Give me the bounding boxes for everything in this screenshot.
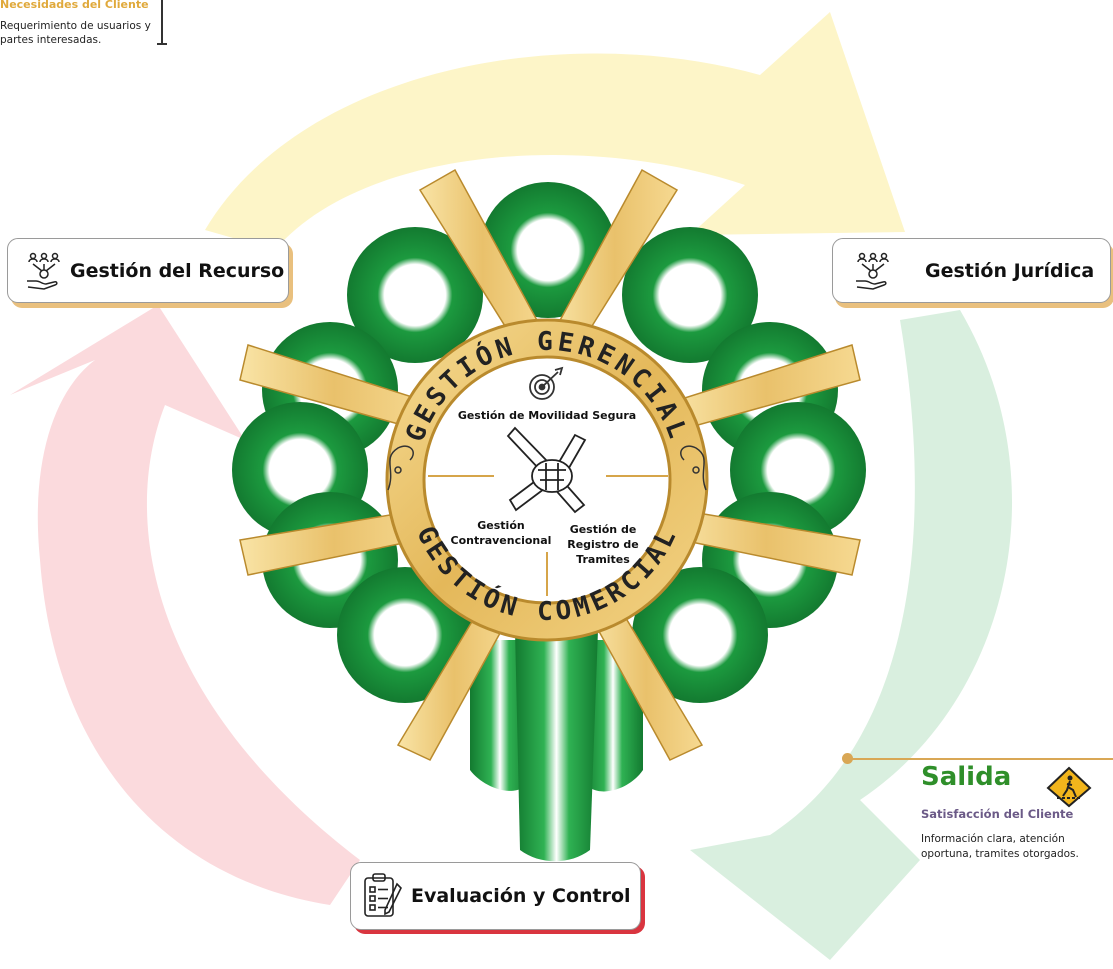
output-description: Información clara, atención oportuna, tr… xyxy=(921,833,1079,860)
card-gestion-recurso[interactable]: Gestión del Recurso xyxy=(7,238,289,303)
input-rule-cap xyxy=(157,43,167,45)
cycle-arrow-green xyxy=(690,310,1013,960)
output-title: Salida xyxy=(921,762,1012,792)
output-subtitle: Satisfacción del Cliente xyxy=(921,807,1074,821)
people-hand-icon xyxy=(856,252,889,290)
emblem-text-registro: Gestión de Registro de Tramites xyxy=(567,523,639,566)
road-icon xyxy=(680,445,707,491)
input-rule xyxy=(161,0,163,44)
card-evaluacion-control[interactable]: Evaluación y Control xyxy=(350,862,641,930)
input-description: Requerimiento de usuarios y partes inter… xyxy=(0,20,151,46)
card-label: Gestión del Recurso xyxy=(70,259,285,282)
cycle-arrow-yellow xyxy=(205,12,905,250)
people-hand-icon xyxy=(27,252,60,290)
output-dot xyxy=(842,753,853,764)
target-icon xyxy=(529,366,564,400)
road-icon xyxy=(387,445,414,491)
input-title: Necesidades del Cliente xyxy=(0,0,149,11)
output-line xyxy=(848,758,1113,760)
golden-rays xyxy=(239,168,861,761)
card-label: Evaluación y Control xyxy=(411,885,631,907)
input-note: Necesidades del Cliente Requerimiento de… xyxy=(0,0,168,48)
emblem-text-contravencional: Gestión Contravencional xyxy=(450,519,552,547)
rosette-lobes xyxy=(232,182,866,703)
hands-united-icon xyxy=(506,426,587,514)
clipboard-checklist-icon xyxy=(364,873,402,917)
cycle-arrow-red xyxy=(10,305,360,905)
emblem-text-movilidad: Gestión de Movilidad Segura xyxy=(457,409,637,422)
ribbon-tails xyxy=(470,630,643,862)
pedestrian-crossing-sign-icon xyxy=(1046,766,1092,808)
card-label: Gestión Jurídica xyxy=(925,259,1095,282)
center-dividers xyxy=(428,475,668,596)
card-gestion-juridica[interactable]: Gestión Jurídica xyxy=(832,238,1111,303)
output-block: Salida Satisfacción del Cliente Informac… xyxy=(842,752,1113,872)
